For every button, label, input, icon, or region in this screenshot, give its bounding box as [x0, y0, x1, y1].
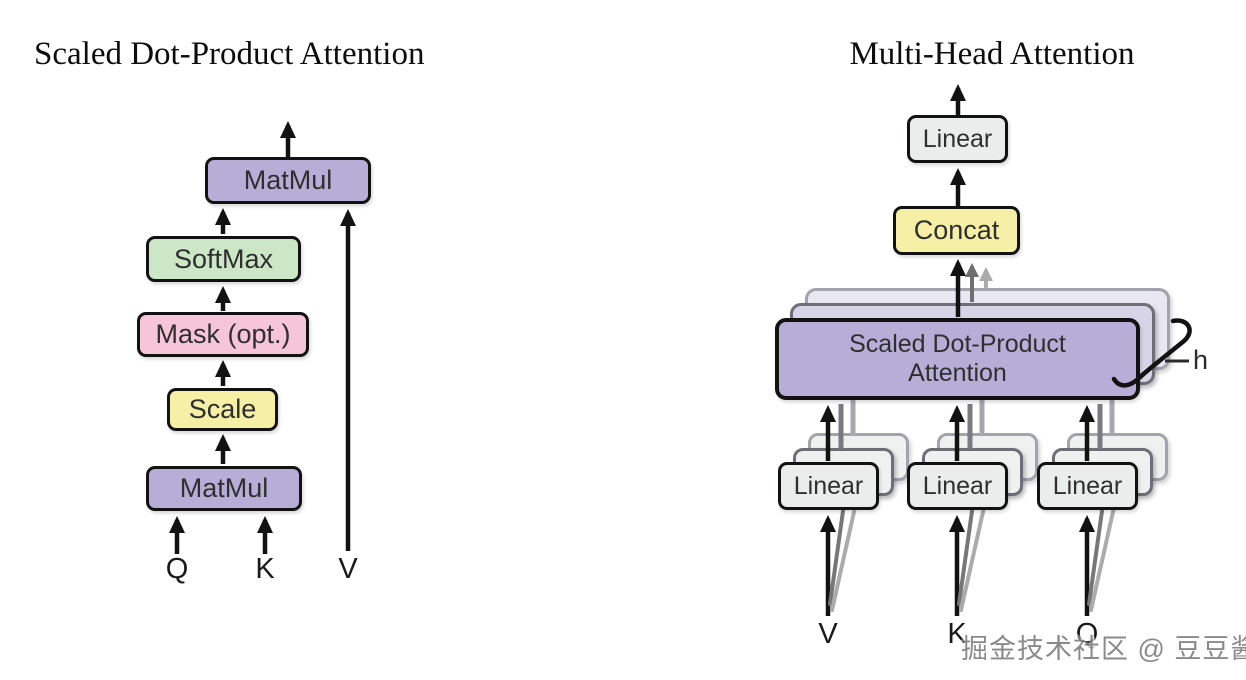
- linear-output-box: Linear: [907, 115, 1008, 163]
- key-input-label-right: K: [947, 618, 967, 650]
- left-diagram-title: Scaled Dot-Product Attention: [34, 36, 425, 72]
- num-heads-label: h: [1193, 345, 1209, 375]
- watermark-text: 掘金技术社区 @ 豆豆酱: [961, 634, 1246, 664]
- scale-label: Scale: [188, 394, 257, 424]
- mask-box: Mask (opt.): [137, 312, 309, 357]
- key-input-label: K: [255, 553, 275, 585]
- linear-k-box: Linear: [907, 462, 1008, 510]
- heads-brace-curve: [1111, 318, 1192, 388]
- matmul-bottom-box: MatMul: [146, 466, 302, 511]
- concat-box: Concat: [893, 206, 1020, 255]
- softmax-box: SoftMax: [146, 236, 301, 282]
- linear-q-box: Linear: [1037, 462, 1138, 510]
- right-diagram-arrows: [820, 84, 1117, 616]
- query-input-label: Q: [165, 553, 189, 585]
- input-fan-lines-back: [830, 501, 1117, 612]
- linear-output-label: Linear: [922, 124, 993, 153]
- left-diagram-arrows: [169, 121, 356, 554]
- mask-label: Mask (opt.): [155, 319, 291, 349]
- input-fan-lines-mid: [828, 509, 1104, 606]
- sheet-connector-lines-mid: [838, 404, 1103, 449]
- value-input-label: V: [338, 553, 358, 585]
- linear-v-box: Linear: [778, 462, 879, 510]
- value-input-label-right: V: [818, 618, 838, 650]
- concat-label: Concat: [913, 215, 1000, 245]
- linear-q-label: Linear: [1052, 471, 1123, 500]
- scaled-dot-product-attention-box: Scaled Dot-Product Attention: [775, 318, 1140, 400]
- scale-box: Scale: [167, 388, 278, 431]
- matmul-top-box: MatMul: [205, 157, 371, 204]
- softmax-label: SoftMax: [173, 243, 274, 274]
- matmul-top-label: MatMul: [243, 165, 333, 195]
- sheet-connector-lines-back: [850, 398, 1115, 436]
- linear-v-label: Linear: [793, 471, 864, 500]
- matmul-bottom-label: MatMul: [179, 473, 269, 503]
- attention-box-line2: Attention: [908, 359, 1007, 387]
- linear-k-label: Linear: [922, 471, 993, 500]
- attention-box-line1: Scaled Dot-Product: [849, 330, 1066, 358]
- right-diagram-title: Multi-Head Attention: [849, 36, 1135, 72]
- query-input-label-right: Q: [1075, 618, 1099, 650]
